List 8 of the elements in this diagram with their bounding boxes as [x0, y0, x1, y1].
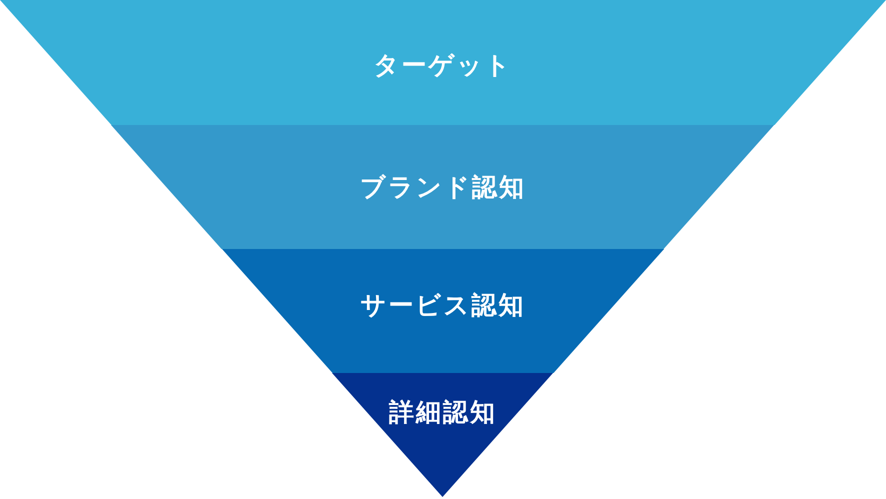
funnel-segment: [332, 373, 554, 497]
segment-label: 詳細認知: [388, 398, 497, 426]
segment-label: サービス認知: [360, 291, 526, 319]
funnel-segment: [222, 249, 664, 373]
segment-label: ターゲット: [374, 51, 512, 79]
funnel-segment: [111, 125, 775, 249]
funnel-segment: [0, 0, 886, 125]
segment-label: ブランド認知: [360, 173, 526, 201]
